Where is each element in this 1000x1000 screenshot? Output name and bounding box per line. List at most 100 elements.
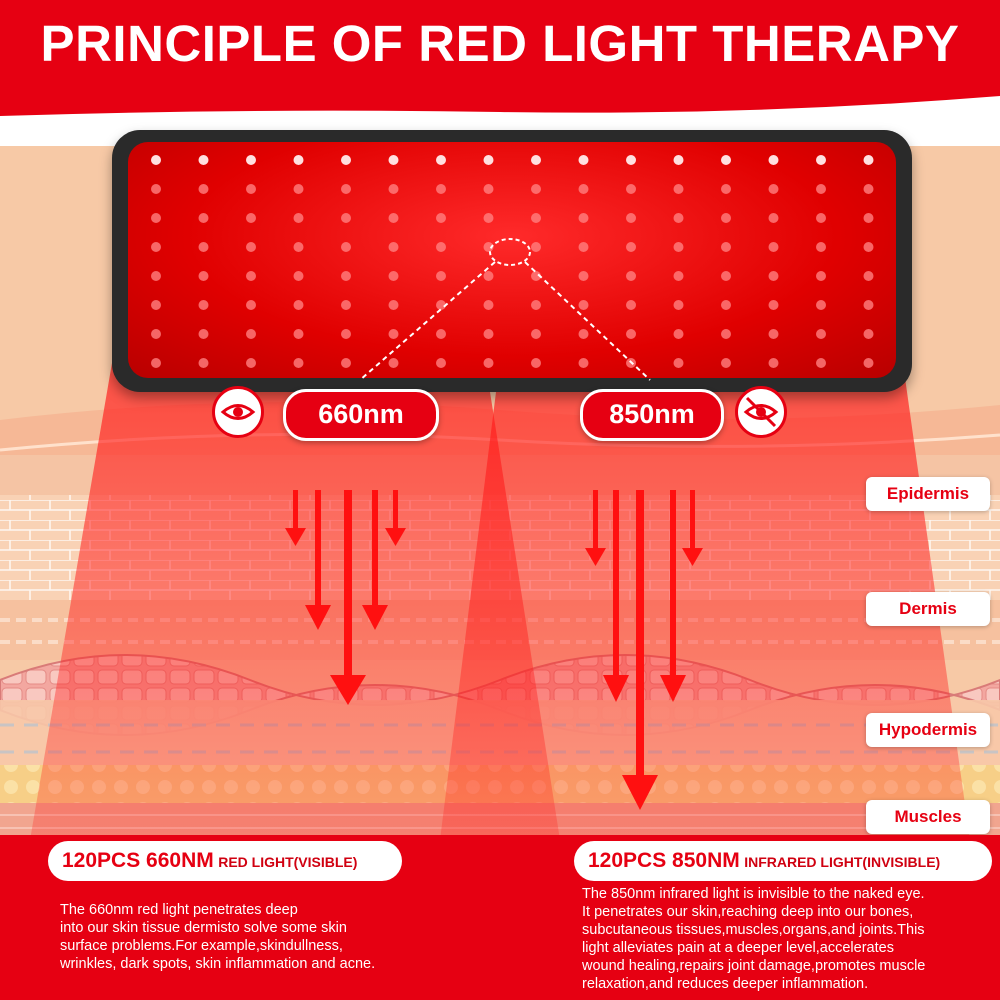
- led-bead: [198, 155, 209, 165]
- led-bead: [293, 300, 304, 310]
- led-bead: [483, 271, 494, 281]
- led-bead: [436, 329, 446, 339]
- led-bead: [816, 184, 826, 194]
- led-bead: [151, 213, 161, 223]
- led-bead: [341, 329, 351, 339]
- led-bead: [721, 242, 731, 252]
- led-bead: [626, 300, 636, 310]
- led-bead: [863, 184, 874, 194]
- led-bead: [388, 213, 399, 223]
- led-bead: [388, 329, 399, 339]
- led-bead: [436, 213, 446, 223]
- description-850-line: It penetrates our skin,reaching deep int…: [582, 904, 914, 920]
- heading-660: 120PCS 660NM RED LIGHT(VISIBLE): [48, 841, 402, 881]
- led-bead: [483, 329, 494, 339]
- led-bead: [483, 358, 494, 368]
- led-bead: [721, 271, 731, 281]
- heading-660-bold: 120PCS 660NM: [62, 849, 214, 872]
- led-bead: [293, 155, 304, 165]
- led-bead: [721, 155, 731, 165]
- led-bead: [673, 358, 684, 368]
- led-bead: [293, 184, 304, 194]
- led-bead: [673, 242, 684, 252]
- led-bead: [531, 271, 541, 281]
- led-bead: [673, 155, 684, 165]
- led-bead: [341, 271, 351, 281]
- led-bead: [341, 155, 351, 165]
- led-bead: [768, 329, 779, 339]
- led-bead: [388, 155, 399, 165]
- led-bead: [151, 155, 161, 165]
- led-bead: [388, 271, 399, 281]
- led-bead: [531, 300, 541, 310]
- led-bead: [293, 242, 304, 252]
- led-bead: [246, 300, 256, 310]
- led-bead: [768, 155, 779, 165]
- led-bead: [721, 358, 731, 368]
- description-850-line: light alleviates pain at a deeper level,…: [582, 940, 894, 956]
- led-bead: [768, 242, 779, 252]
- led-bead: [151, 300, 161, 310]
- led-bead: [483, 155, 494, 165]
- led-bead: [531, 184, 541, 194]
- led-bead: [626, 271, 636, 281]
- led-bead: [626, 184, 636, 194]
- layer-label-hypodermis: Hypodermis: [866, 713, 990, 747]
- led-bead: [246, 329, 256, 339]
- description-850: The 850nm infrared light is invisible to…: [582, 885, 992, 993]
- led-bead: [768, 358, 779, 368]
- led-bead: [578, 358, 589, 368]
- led-bead: [151, 242, 161, 252]
- led-bead: [673, 300, 684, 310]
- led-bead: [863, 242, 874, 252]
- arrows-850: [585, 490, 703, 810]
- led-bead: [246, 213, 256, 223]
- led-bead: [436, 358, 446, 368]
- led-bead: [341, 242, 351, 252]
- led-panel-surface: [128, 142, 896, 378]
- led-bead: [816, 358, 826, 368]
- led-bead: [246, 155, 256, 165]
- led-bead: [198, 358, 209, 368]
- led-bead: [531, 155, 541, 165]
- page-title: PRINCIPLE OF RED LIGHT THERAPY: [40, 15, 960, 72]
- led-bead: [341, 213, 351, 223]
- led-bead: [816, 329, 826, 339]
- info-section: 120PCS 660NM RED LIGHT(VISIBLE) The 660n…: [0, 835, 1000, 1000]
- heading-660-rest: RED LIGHT(VISIBLE): [218, 854, 358, 870]
- led-bead: [483, 213, 494, 223]
- led-bead: [673, 184, 684, 194]
- led-bead: [531, 213, 541, 223]
- led-bead: [531, 358, 541, 368]
- led-bead: [388, 358, 399, 368]
- description-850-line: subcutaneous tissues,muscles,organs,and …: [582, 922, 925, 938]
- description-660-line: into our skin tissue dermisto solve some…: [60, 920, 347, 936]
- eye-icon: [212, 386, 264, 438]
- led-bead: [483, 300, 494, 310]
- led-bead: [816, 271, 826, 281]
- description-660-line: wrinkles, dark spots, skin inflammation …: [60, 956, 376, 972]
- led-bead: [246, 271, 256, 281]
- led-bead: [673, 329, 684, 339]
- led-bead: [626, 155, 636, 165]
- led-bead: [768, 271, 779, 281]
- led-grid: [151, 155, 874, 368]
- led-bead: [341, 184, 351, 194]
- wavelength-660-label: 660nm: [283, 389, 439, 441]
- led-bead: [863, 271, 874, 281]
- led-bead: [531, 329, 541, 339]
- led-bead: [816, 300, 826, 310]
- layer-label-muscles: Muscles: [866, 800, 990, 834]
- layer-label-epidermis: Epidermis: [866, 477, 990, 511]
- led-bead: [388, 184, 399, 194]
- led-bead: [151, 329, 161, 339]
- led-bead: [721, 329, 731, 339]
- led-bead: [483, 184, 494, 194]
- led-bead: [673, 213, 684, 223]
- led-bead: [246, 184, 256, 194]
- description-850-line: The 850nm infrared light is invisible to…: [582, 886, 925, 902]
- led-bead: [816, 213, 826, 223]
- led-bead: [246, 242, 256, 252]
- led-bead: [151, 358, 161, 368]
- description-660: The 660nm red light penetrates deep into…: [60, 901, 480, 973]
